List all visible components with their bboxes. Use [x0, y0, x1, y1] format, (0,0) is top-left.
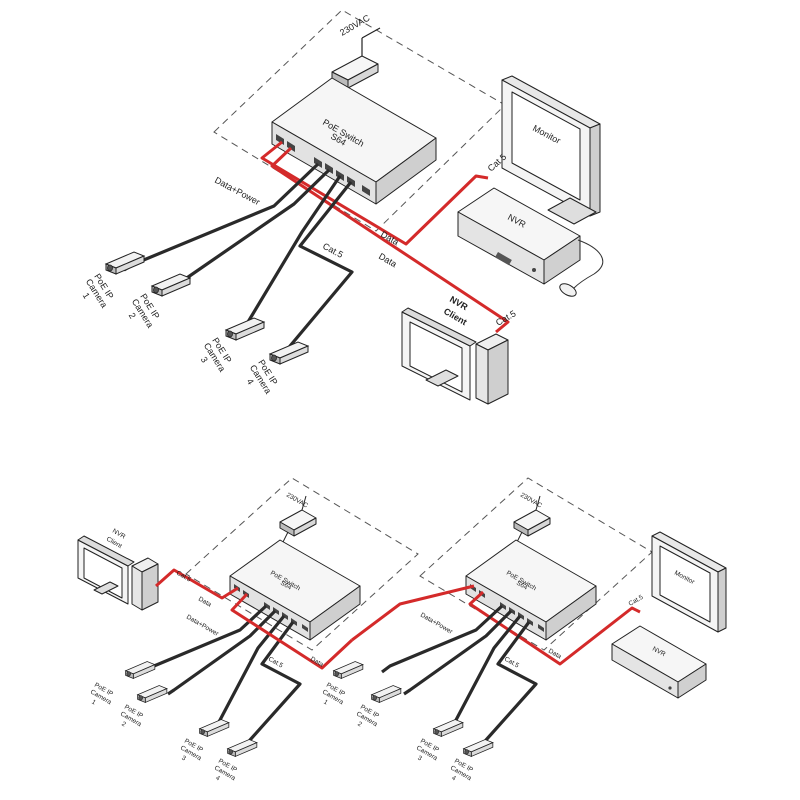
bottom-left-enclosure-outline	[185, 477, 419, 651]
bottom-left-site: 230VAC PoE Switch S64	[77, 477, 419, 783]
top-switch-ports	[276, 134, 370, 196]
top-mouse-icon	[559, 283, 577, 297]
top-power-supply	[331, 27, 381, 89]
bottom-left-cable-label-data-power: Data+Power	[185, 614, 220, 638]
bottom-left-cable-label-data-client: Data	[197, 596, 213, 609]
svg-text:2: 2	[127, 311, 138, 321]
bottom-right-cable-cam2	[403, 609, 513, 696]
bottom-diagram: 230VAC PoE Switch S64	[77, 477, 727, 783]
top-cable-label-data-client: Data	[377, 251, 398, 269]
svg-text:2: 2	[356, 721, 363, 729]
bottom-right-cable-cam1	[381, 604, 504, 674]
bottom-right-camera-1-icon	[333, 661, 364, 679]
top-cable-label-data-power: Data+Power	[213, 175, 262, 207]
bottom-right-power-label: 230VAC	[519, 492, 543, 510]
bottom-left-power-supply	[279, 495, 317, 545]
bottom-right-camera-4-label: PoE IP Camera 4	[449, 758, 474, 783]
svg-text:1: 1	[90, 699, 97, 707]
svg-text:1: 1	[81, 291, 92, 301]
top-nvr	[457, 187, 581, 285]
bottom-right-cable-cam4	[480, 621, 538, 747]
bottom-right-camera-1-label: PoE IP Camera 1	[321, 682, 346, 707]
bottom-right-camera-2-label: PoE IP Camera 2	[355, 704, 380, 729]
bottom-left-camera-2-label: PoE IP Camera 2	[119, 704, 144, 729]
bottom-right-power-supply	[513, 495, 551, 545]
bottom-right-cable-data-nvr	[468, 590, 641, 666]
bottom-right-site: 230VAC PoE Switch S64	[321, 477, 727, 783]
bottom-right-camera-4-icon	[463, 739, 494, 757]
svg-text:4: 4	[450, 775, 457, 783]
svg-text:3: 3	[416, 755, 423, 763]
bottom-left-camera-1-icon	[125, 661, 156, 679]
bottom-left-cable-cam2	[167, 609, 277, 696]
top-nvr-client	[401, 307, 509, 405]
top-camera-1-label: PoE IP Camera 1	[81, 272, 116, 310]
bottom-right-cable-link-in	[351, 584, 475, 642]
top-camera-3-label: PoE IP Camera 3	[199, 336, 234, 374]
top-cables	[123, 140, 510, 353]
top-monitor	[501, 75, 601, 225]
bottom-right-cable-label-data-power: Data+Power	[419, 612, 454, 636]
bottom-left-camera-1-label: PoE IP Camera 1	[89, 682, 114, 707]
top-camera-2-label: PoE IP Camera 2	[127, 292, 162, 330]
top-camera-2-icon	[151, 273, 191, 297]
svg-text:2: 2	[120, 721, 127, 729]
bottom-left-power-label: 230VAC	[285, 492, 309, 510]
bottom-left-cable-label-cat5-client: Cat.5	[175, 570, 192, 584]
bottom-right-monitor	[651, 531, 727, 633]
bottom-right-camera-3-label: PoE IP Camera 3	[415, 738, 440, 763]
bottom-left-camera-4-icon	[227, 739, 258, 757]
bottom-right-cables	[351, 584, 641, 747]
bottom-left-cable-cam4	[244, 621, 302, 747]
bottom-left-nvr-client	[77, 535, 159, 611]
top-cable-data-client	[270, 146, 510, 334]
bottom-left-camera-3-icon	[199, 719, 230, 737]
bottom-left-cable-data-client	[155, 568, 239, 600]
bottom-left-camera-3-label: PoE IP Camera 3	[179, 738, 204, 763]
svg-text:1: 1	[322, 699, 329, 707]
svg-text:4: 4	[214, 775, 221, 783]
bottom-left-cable-data-link	[230, 592, 354, 670]
top-camera-4-label: PoE IP Camera 4	[245, 358, 280, 396]
top-cable-data-nvr	[260, 140, 489, 246]
bottom-right-camera-2-icon	[371, 685, 402, 703]
bottom-right-camera-3-icon	[433, 719, 464, 737]
bottom-left-camera-4-label: PoE IP Camera 4	[213, 758, 238, 783]
bottom-right-nvr	[611, 625, 707, 699]
top-diagram: 230VAC PoE Switch S64	[81, 9, 604, 405]
svg-text:4: 4	[245, 377, 256, 387]
top-power-label: 230VAC	[338, 12, 372, 37]
top-camera-3-icon	[225, 317, 265, 341]
bottom-right-cable-label-cat5-nvr: Cat.5	[628, 594, 645, 608]
bottom-left-camera-2-icon	[137, 685, 168, 703]
svg-text:3: 3	[199, 355, 210, 365]
svg-text:3: 3	[180, 755, 187, 763]
